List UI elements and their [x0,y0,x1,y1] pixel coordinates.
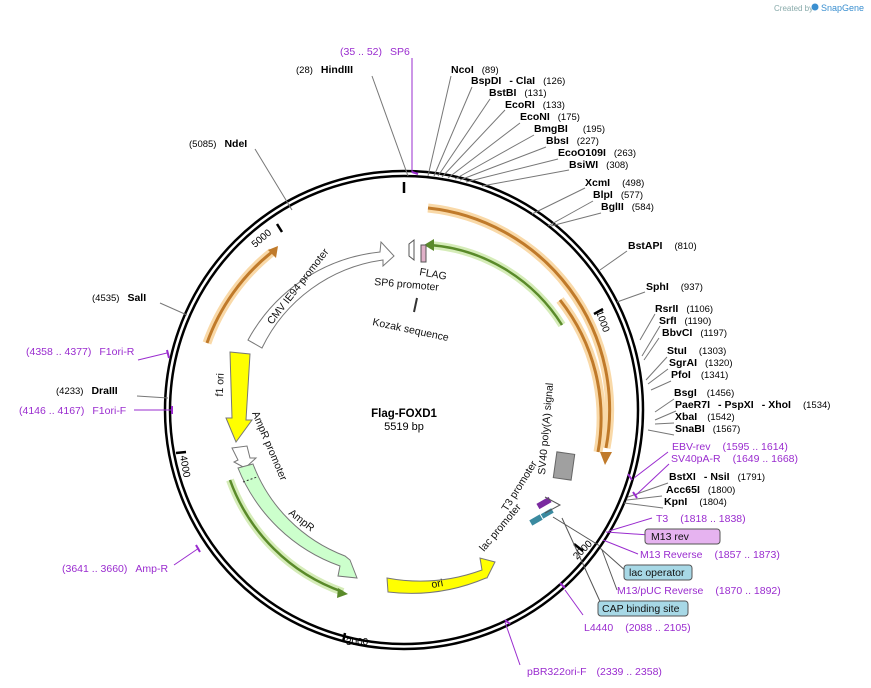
site-bspdi: BspDI-ClaI(126) [471,75,565,87]
site-ecoo109i: EcoO109I(263) [558,147,636,159]
site-ndei: (5085)NdeI [189,138,247,150]
ampr-arrow [237,463,358,579]
m13-rev-label: M13 rev [651,531,690,543]
primer-sv40pa-r: SV40pA-R(1649 .. 1668) [671,453,798,465]
site-bglii: BglII(584) [601,201,654,213]
green-arc-bottom-glow [226,478,345,596]
t3-promoter-label: T3 promoter [499,458,540,513]
orf-arc-right [558,299,603,453]
lac-operator-label: lac operator [629,567,685,579]
primer-pbr322ori-f: pBR322ori-F(2339 .. 2358) [527,666,662,678]
site-ncoi: NcoI(89) [451,64,499,76]
f1-ori-arrow [225,351,253,444]
lac-operator-shape [540,508,554,519]
tick-marks [175,182,604,643]
credit-prefix: Created by [774,4,813,13]
site-econi: EcoNI(175) [520,111,580,123]
cap-binding-site-label: CAP binding site [602,603,680,615]
tick-label-3000: 3000 [346,637,369,648]
primer-marks [166,171,638,625]
site-bstbi: BstBI(131) [489,87,547,99]
ampr-segment-mark [242,476,258,483]
m13-rev-box [644,528,721,545]
site-bsiwi: BsiWI(308) [569,159,628,171]
site-xcmi: XcmI(498) [585,177,644,189]
site-hindiii: (28)HindIII [296,64,353,76]
site-snabi: SnaBI(1567) [675,423,740,435]
site-blpi: BlpI(577) [593,189,643,201]
primer-m13-reverse: M13 Reverse(1857 .. 1873) [640,549,780,561]
site-bbvci: BbvCI(1197) [662,327,727,339]
primer-sp6: (35 .. 52)SP6 [340,46,410,58]
green-arc-top [429,243,564,326]
green-arc-bottom [228,479,344,594]
ampr-promoter-arrow [231,445,258,469]
site-paer7i: PaeR7I-PspXI-XhoI(1534) [675,399,830,411]
site-rsrii: RsrII(1106) [655,303,713,315]
primer-f1ori-f: (4146 .. 4167)F1ori-F [19,405,126,417]
plasmid-name: Flag-FOXD1 [371,408,437,420]
feature-leaders [552,516,628,609]
primer-t3: T3(1818 .. 1838) [656,513,746,525]
site-sphi: SphI(937) [646,281,703,293]
cmv-promoter-label: CMV IE94 promoter [265,246,332,327]
site-draiii: (4233)DraIII [56,385,118,397]
site-pfoi: PfoI(1341) [671,369,728,381]
plasmid-size: 5519 bp [384,421,424,433]
site-bmgbi: BmgBI(195) [534,123,605,135]
sp6-promoter-label: SP6 promoter [374,276,440,294]
primer-l4440: L4440(2088 .. 2105) [584,622,691,634]
site-leaders [136,75,677,509]
green-arrowhead-bottom [337,588,348,598]
flag-shape [420,244,427,263]
primer-f1ori-r: (4358 .. 4377)F1ori-R [26,346,135,358]
cmv-promoter-arrow [247,240,395,349]
orf-arrowhead-right [600,452,612,465]
t3-shape [536,496,552,510]
orf-arc-left [205,250,273,344]
primer-amp-r: (3641 .. 3660)Amp-R [62,563,168,575]
site-bbsi: BbsI(227) [546,135,599,147]
site-xbai: XbaI(1542) [675,411,735,423]
site-srfi: SrfI(1190) [659,315,711,327]
sv40-polya-label: SV40 poly(A) signal [536,382,556,475]
site-stui: StuI(1303) [667,345,726,357]
sp6-promoter-shape [408,238,415,262]
sv40-polya-shape [552,451,576,481]
lac-promoter-arrow [544,496,562,514]
credit-brand: SnapGene [821,3,864,13]
site-ecori: EcoRI(133) [505,99,565,111]
tick-label-4000: 4000 [177,455,192,479]
f1-ori-label: f1 ori [214,373,227,397]
site-kpni: KpnI(1804) [664,496,727,508]
site-bsgi: BsgI(1456) [674,387,734,399]
ori-label: ori [430,577,444,591]
orf-arc-outer [427,206,612,449]
kozak-label: Kozak sequence [371,316,450,344]
primer-m13puc-reverse: M13/pUC Reverse(1870 .. 1892) [617,585,781,597]
site-bstxi: BstXI-NsiI(1791) [669,471,765,483]
site-bstapi: BstAPI(810) [628,240,697,252]
ori-arrow [386,557,496,594]
primer-ebv-rev: EBV-rev(1595 .. 1614) [672,441,788,453]
flag-label: FLAG [418,266,447,283]
site-acc65i: Acc65I(1800) [666,484,735,496]
site-sali: (4535)SalI [92,292,146,304]
orf-arrowhead-left [268,246,278,258]
snapgene-logo-icon [811,3,819,11]
kozak-mark [413,297,418,313]
lac-operator-box [623,564,693,581]
cap-binding-site-box [597,600,689,617]
cap-shape [529,514,543,526]
site-sgrai: SgrAI(1320) [669,357,732,369]
green-arrowhead-top [424,239,434,251]
